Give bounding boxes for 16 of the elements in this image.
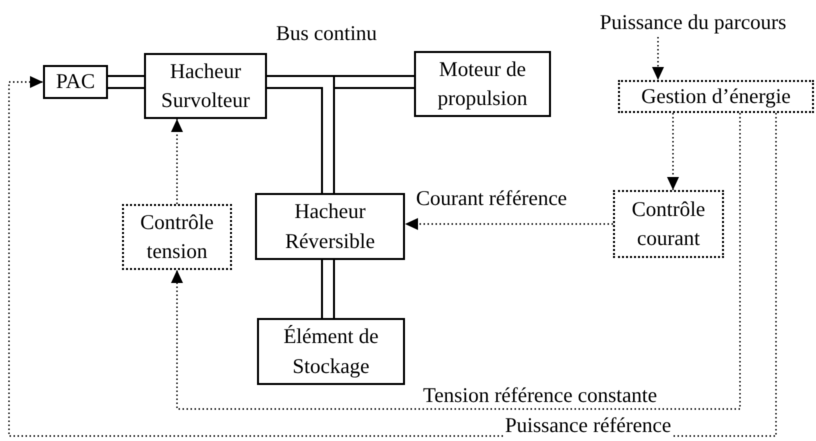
- signal-arrow: [171, 119, 183, 204]
- process-box: Élément de Stockage: [257, 318, 405, 385]
- power-line: [321, 259, 335, 319]
- edge-label: Puissance référence: [503, 414, 674, 438]
- control-box: Contrôle courant: [613, 190, 724, 258]
- process-box: Hacheur Survolteur: [144, 53, 267, 119]
- process-box: PAC: [43, 65, 108, 99]
- signal-arrow: [667, 113, 679, 190]
- process-box: Hacheur Réversible: [255, 193, 405, 260]
- signal-arrow: [405, 218, 613, 230]
- process-box: Moteur de propulsion: [414, 51, 551, 117]
- power-line: [107, 75, 145, 89]
- signal-arrow: [171, 113, 741, 410]
- control-box: Gestion d’énergie: [618, 80, 814, 113]
- control-box: Contrôle tension: [122, 204, 232, 270]
- signal-arrow: [652, 37, 664, 80]
